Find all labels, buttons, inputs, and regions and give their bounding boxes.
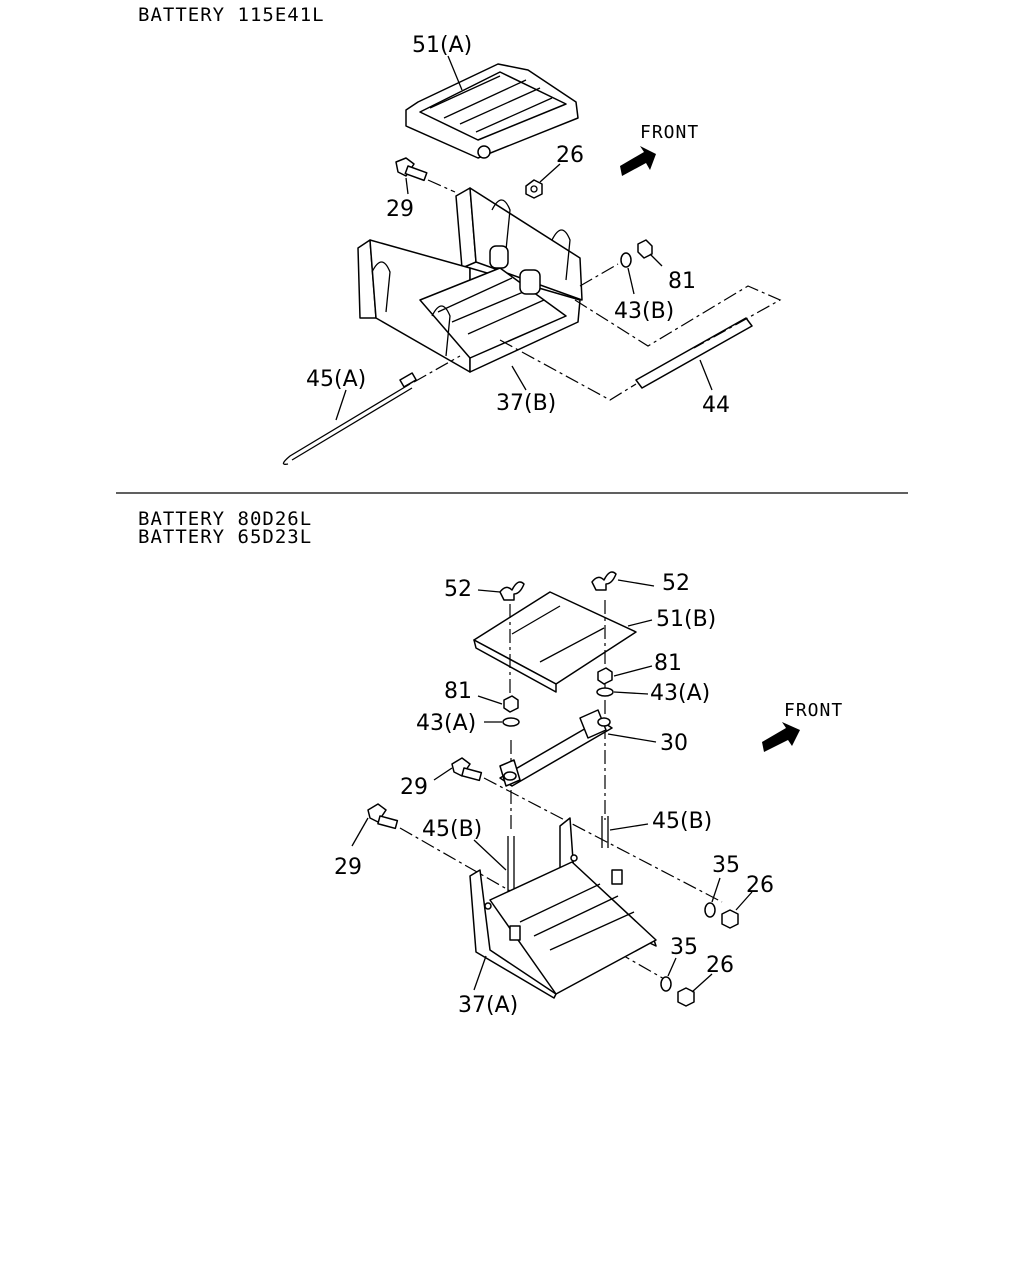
callout-26-top: 26: [556, 143, 584, 168]
callout-81-top: 81: [668, 269, 696, 294]
callout-52-left: 52: [444, 577, 472, 602]
callout-51b: 51(B): [656, 607, 716, 632]
callout-37a: 37(A): [458, 993, 518, 1018]
front-label-1: FRONT: [640, 122, 699, 143]
nut-26-lower: [677, 987, 695, 1007]
callout-81-right: 81: [654, 651, 682, 676]
battery-tray-37b: [357, 187, 583, 373]
bolt-29-top: [395, 157, 428, 182]
callout-35-upper: 35: [712, 853, 740, 878]
battery-cover-51b: [473, 591, 637, 693]
callout-51a: 51(A): [412, 33, 472, 58]
hold-down-bracket-30: [499, 709, 613, 787]
callout-81-left: 81: [444, 679, 472, 704]
callout-45b-left: 45(B): [422, 817, 482, 842]
bolt-29-lower: [367, 803, 399, 830]
battery-tray-37a: [469, 817, 657, 999]
section-2-heading-2: BATTERY 65D23L: [138, 526, 313, 548]
nut-81-right: [597, 667, 613, 685]
bolt-29-upper: [451, 757, 483, 782]
nut-81-left: [503, 695, 519, 713]
callout-29-top: 29: [386, 197, 414, 222]
callout-44: 44: [702, 393, 730, 418]
callout-52-right: 52: [662, 571, 690, 596]
callout-45b-right: 45(B): [652, 809, 712, 834]
hook-rod-45a: [282, 372, 417, 465]
callout-37b: 37(B): [496, 391, 556, 416]
callout-29-lower: 29: [334, 855, 362, 880]
washer-35-upper: [704, 902, 716, 918]
washer-43b: [620, 252, 632, 268]
callout-26-upper: 26: [746, 873, 774, 898]
callout-43a-left: 43(A): [416, 711, 476, 736]
wing-nut-52-right: [591, 571, 617, 591]
nut-26-upper: [721, 909, 739, 929]
front-arrow-2: [762, 722, 800, 752]
callout-29-upper: 29: [400, 775, 428, 800]
callout-45a: 45(A): [306, 367, 366, 392]
nut-26-top: [525, 179, 543, 199]
washer-43a-left: [502, 717, 520, 727]
callout-30: 30: [660, 731, 688, 756]
callout-26-lower: 26: [706, 953, 734, 978]
callout-35-lower: 35: [670, 935, 698, 960]
washer-43a-right: [596, 687, 614, 697]
rod-44: [635, 317, 753, 389]
callout-43b: 43(B): [614, 299, 674, 324]
nut-81-top: [637, 239, 653, 259]
rod-45b-right: [601, 816, 609, 848]
front-arrow-1: [620, 146, 656, 176]
washer-35-lower: [660, 976, 672, 992]
wing-nut-52-left: [499, 581, 525, 601]
front-label-2: FRONT: [784, 700, 843, 721]
battery-cover-51a: [405, 63, 579, 159]
section-2-heading-1: BATTERY 80D26L: [138, 508, 313, 530]
callout-43a-right: 43(A): [650, 681, 710, 706]
section-1-heading: BATTERY 115E41L: [138, 4, 325, 26]
